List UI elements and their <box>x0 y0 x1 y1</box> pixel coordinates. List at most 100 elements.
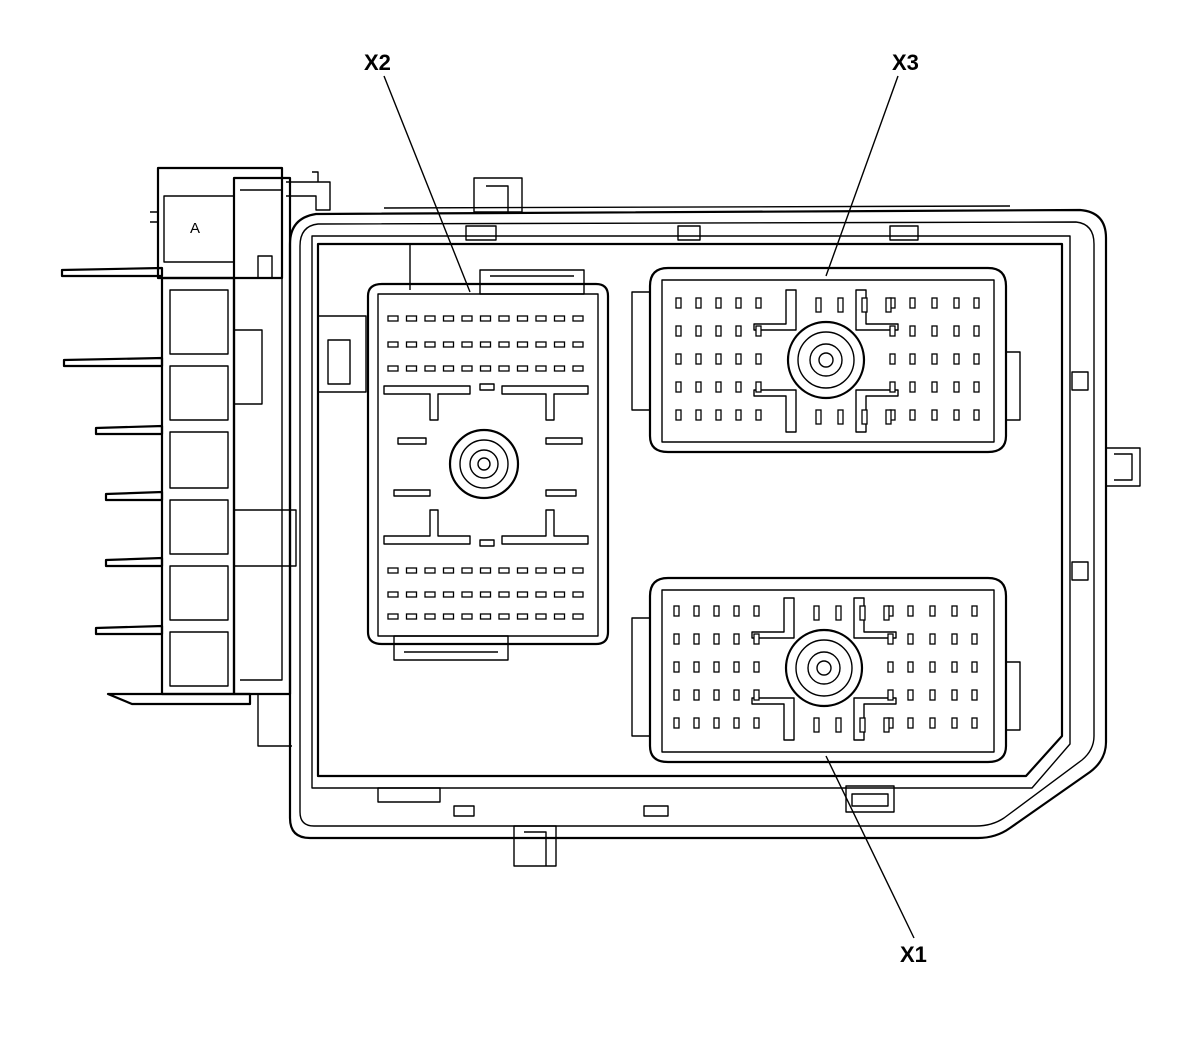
pin-cavity <box>753 605 760 617</box>
pin-cavity <box>405 613 418 620</box>
pin-cavity <box>835 605 842 621</box>
pin-cavity <box>815 409 822 425</box>
pin-cavity <box>837 409 844 425</box>
pin-cavity <box>929 717 936 729</box>
pin-cavity <box>715 325 722 337</box>
pin-cavity <box>971 717 978 729</box>
pin-cavity <box>693 717 700 729</box>
callout-x2: X2 <box>364 50 471 293</box>
pin-cavity <box>907 717 914 729</box>
pin-cavity <box>931 297 938 309</box>
pin-cavity <box>673 717 680 729</box>
pin-cavity <box>733 605 740 617</box>
pin-cavity <box>753 689 760 701</box>
pin-cavity <box>498 567 510 574</box>
pin-cavity <box>553 365 566 372</box>
main-housing <box>288 177 1141 867</box>
pin-cavity <box>929 689 936 701</box>
pin-cavity <box>675 409 682 421</box>
pin-cavity <box>387 315 399 322</box>
pin-cavity <box>695 409 702 421</box>
pin-cavity <box>405 567 418 574</box>
pin-cavity <box>479 567 492 574</box>
pin-cavity <box>953 409 960 421</box>
pin-cavity <box>498 315 510 322</box>
pin-cavity <box>424 613 436 620</box>
pin-cavity <box>553 591 566 598</box>
pin-cavity <box>405 341 418 348</box>
pin-cavity <box>755 353 762 365</box>
pin-cavity <box>673 689 680 701</box>
pin-cavity <box>885 297 892 313</box>
pin-cavity <box>813 605 820 621</box>
pin-cavity <box>909 409 916 421</box>
pin-cavity <box>675 353 682 365</box>
pin-cavity <box>424 315 436 322</box>
pin-cavity <box>673 661 680 673</box>
pin-cavity <box>755 325 762 337</box>
pin-cavity <box>815 297 822 313</box>
pin-cavity <box>387 341 399 348</box>
side-label-a: A <box>190 220 200 237</box>
pin-cavity <box>693 689 700 701</box>
pin-cavity <box>424 591 436 598</box>
pin-cavity <box>887 633 894 645</box>
label-x2: X2 <box>364 50 391 75</box>
pin-cavity <box>693 661 700 673</box>
pin-cavity <box>572 315 584 322</box>
pin-cavity <box>973 409 980 421</box>
pin-cavity <box>405 365 418 372</box>
pin-cavity <box>695 381 702 393</box>
pin-cavity <box>887 661 894 673</box>
label-x3: X3 <box>892 50 919 75</box>
pin-cavity <box>753 717 760 729</box>
pin-cavity <box>973 325 980 337</box>
pin-cavity <box>971 633 978 645</box>
pin-cavity <box>951 689 958 701</box>
pin-cavity <box>713 717 720 729</box>
pin-cavity <box>516 315 529 322</box>
pin-cavity <box>931 409 938 421</box>
pin-cavity <box>835 717 842 733</box>
pin-cavity <box>535 613 547 620</box>
pin-cavity <box>479 613 492 620</box>
pin-cavity <box>673 605 680 617</box>
leader-line-x3 <box>825 75 899 277</box>
pin-cavity <box>735 409 742 421</box>
pin-cavity <box>516 341 529 348</box>
pin-cavity <box>907 689 914 701</box>
connector-x2 <box>366 269 610 661</box>
pin-cavity <box>675 297 682 309</box>
pin-cavity <box>535 567 547 574</box>
pin-cavity <box>931 353 938 365</box>
pin-cavity <box>715 409 722 421</box>
pin-cavity <box>883 605 890 621</box>
pin-cavity <box>572 365 584 372</box>
pin-cavity <box>405 591 418 598</box>
pin-cavity <box>733 689 740 701</box>
pin-cavity <box>755 381 762 393</box>
connector-x1 <box>631 576 1021 764</box>
pin-cavity <box>479 365 492 372</box>
pin-cavity <box>516 591 529 598</box>
pin-cavity <box>951 661 958 673</box>
pin-cavity <box>951 717 958 729</box>
leader-line-x1 <box>825 755 915 939</box>
pin-cavity <box>693 633 700 645</box>
pin-cavity <box>733 633 740 645</box>
pin-cavity <box>387 567 399 574</box>
pin-cavity <box>498 365 510 372</box>
pin-cavity <box>953 297 960 309</box>
pin-cavity <box>859 605 866 621</box>
pin-cavity <box>516 567 529 574</box>
pin-cavity <box>695 353 702 365</box>
pin-cavity <box>951 633 958 645</box>
pin-cavity <box>813 717 820 733</box>
pin-cavity <box>572 567 584 574</box>
pin-cavity <box>572 613 584 620</box>
pin-cavity <box>461 315 473 322</box>
pin-cavity <box>907 661 914 673</box>
pin-cavity <box>953 381 960 393</box>
pin-cavity <box>755 409 762 421</box>
pin-cavity <box>424 365 436 372</box>
